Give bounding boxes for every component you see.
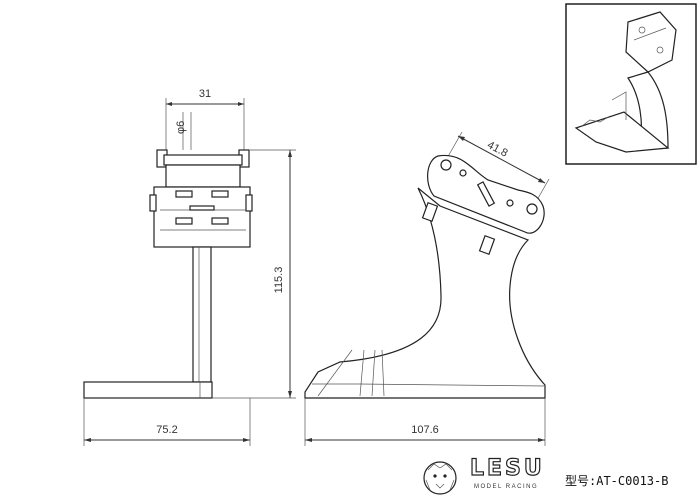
brand-tagline: MODEL RACING [474,484,539,490]
dim-width-top: 31 [199,88,211,100]
lion-head-icon [423,461,457,495]
front-view: 41.8 107.6 [304,131,550,446]
model-number: 型号:AT-C0013-B [565,474,669,488]
dim-pin-span: 41.8 [485,139,510,160]
brand-name: LESU [469,455,545,481]
side-view: 31 φ6 115.3 [83,88,296,446]
iso-view-box [565,3,697,165]
dim-diameter: φ6 [175,121,187,134]
dim-length: 107.6 [411,424,439,436]
dim-depth: 75.2 [156,424,177,436]
dim-height: 115.3 [273,267,285,294]
